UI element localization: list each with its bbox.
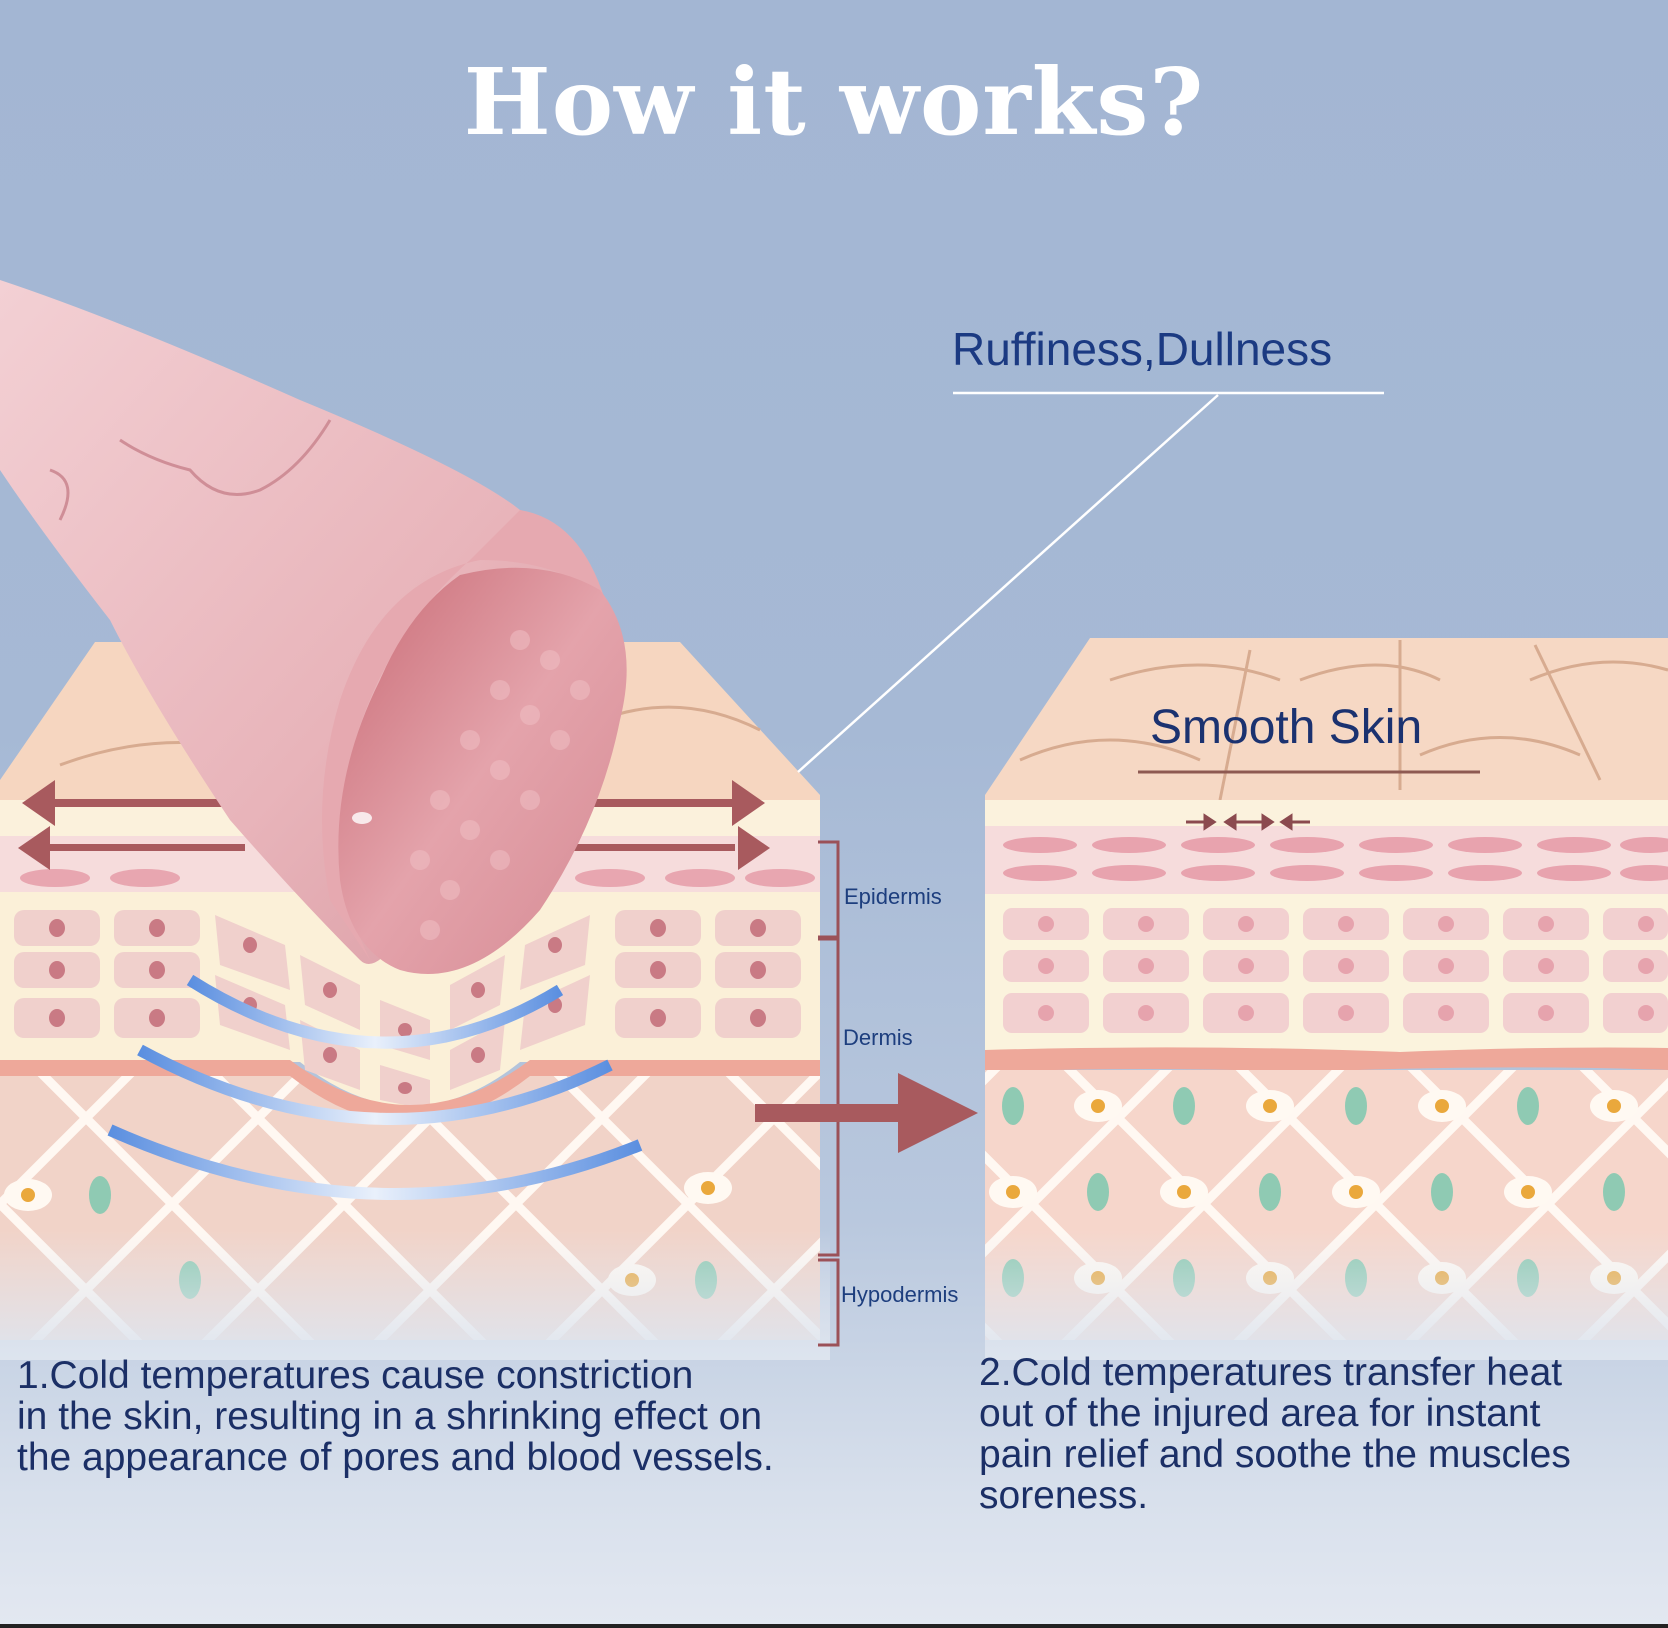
roller-ball [338,567,627,974]
hypodermis-label: Hypodermis [841,1282,959,1307]
ice-roller-illustration [0,280,627,974]
stretch-arrow-icon [18,780,770,870]
right-skin-block [985,638,1668,1360]
dermis-label: Dermis [843,1025,913,1050]
bottom-border [0,1624,1668,1628]
step-2-description: 2.Cold temperatures transfer heat out of… [979,1351,1571,1517]
layer-bracket [818,840,840,1347]
callout-leader-line [797,391,1384,773]
epidermis-label: Epidermis [844,884,942,909]
cold-wave-icon [107,974,643,1200]
page-title: How it works? [463,48,1205,156]
contraction-arrows-icon [1186,813,1310,831]
result-callout: Smooth Skin [1150,701,1423,754]
right-skin-surface [985,638,1668,800]
problem-callout: Ruffiness,Dullness [952,323,1333,375]
transition-arrow-icon [755,1073,978,1153]
step-1-description: 1.Cold temperatures cause constriction i… [17,1354,774,1479]
right-epidermis-cells [1003,837,1668,881]
